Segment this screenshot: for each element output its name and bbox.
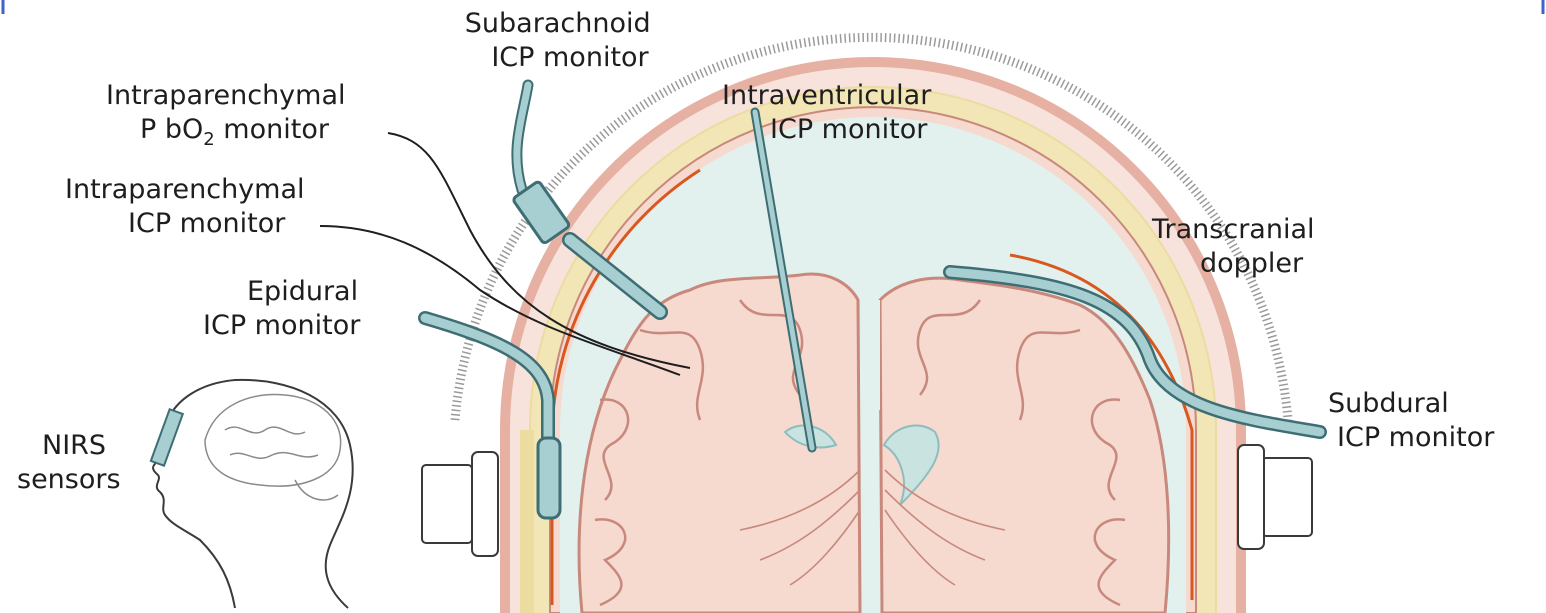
doppler-transducer-right [1238,445,1312,549]
label-subarachnoid: Subarachnoid ICP monitor [465,8,659,73]
label-pbo2: Intraparenchymal P bO2 monitor [106,80,354,150]
label-nirs: NIRS sensors [17,430,121,495]
nirs-sensor-icon [151,409,183,465]
falx-space [862,300,880,410]
label-subdural: Subdural ICP monitor [1328,388,1495,453]
label-epidural: Epidural ICP monitor [203,276,367,341]
label-intraparenchymal-icp: Intraparenchymal ICP monitor [65,174,313,239]
